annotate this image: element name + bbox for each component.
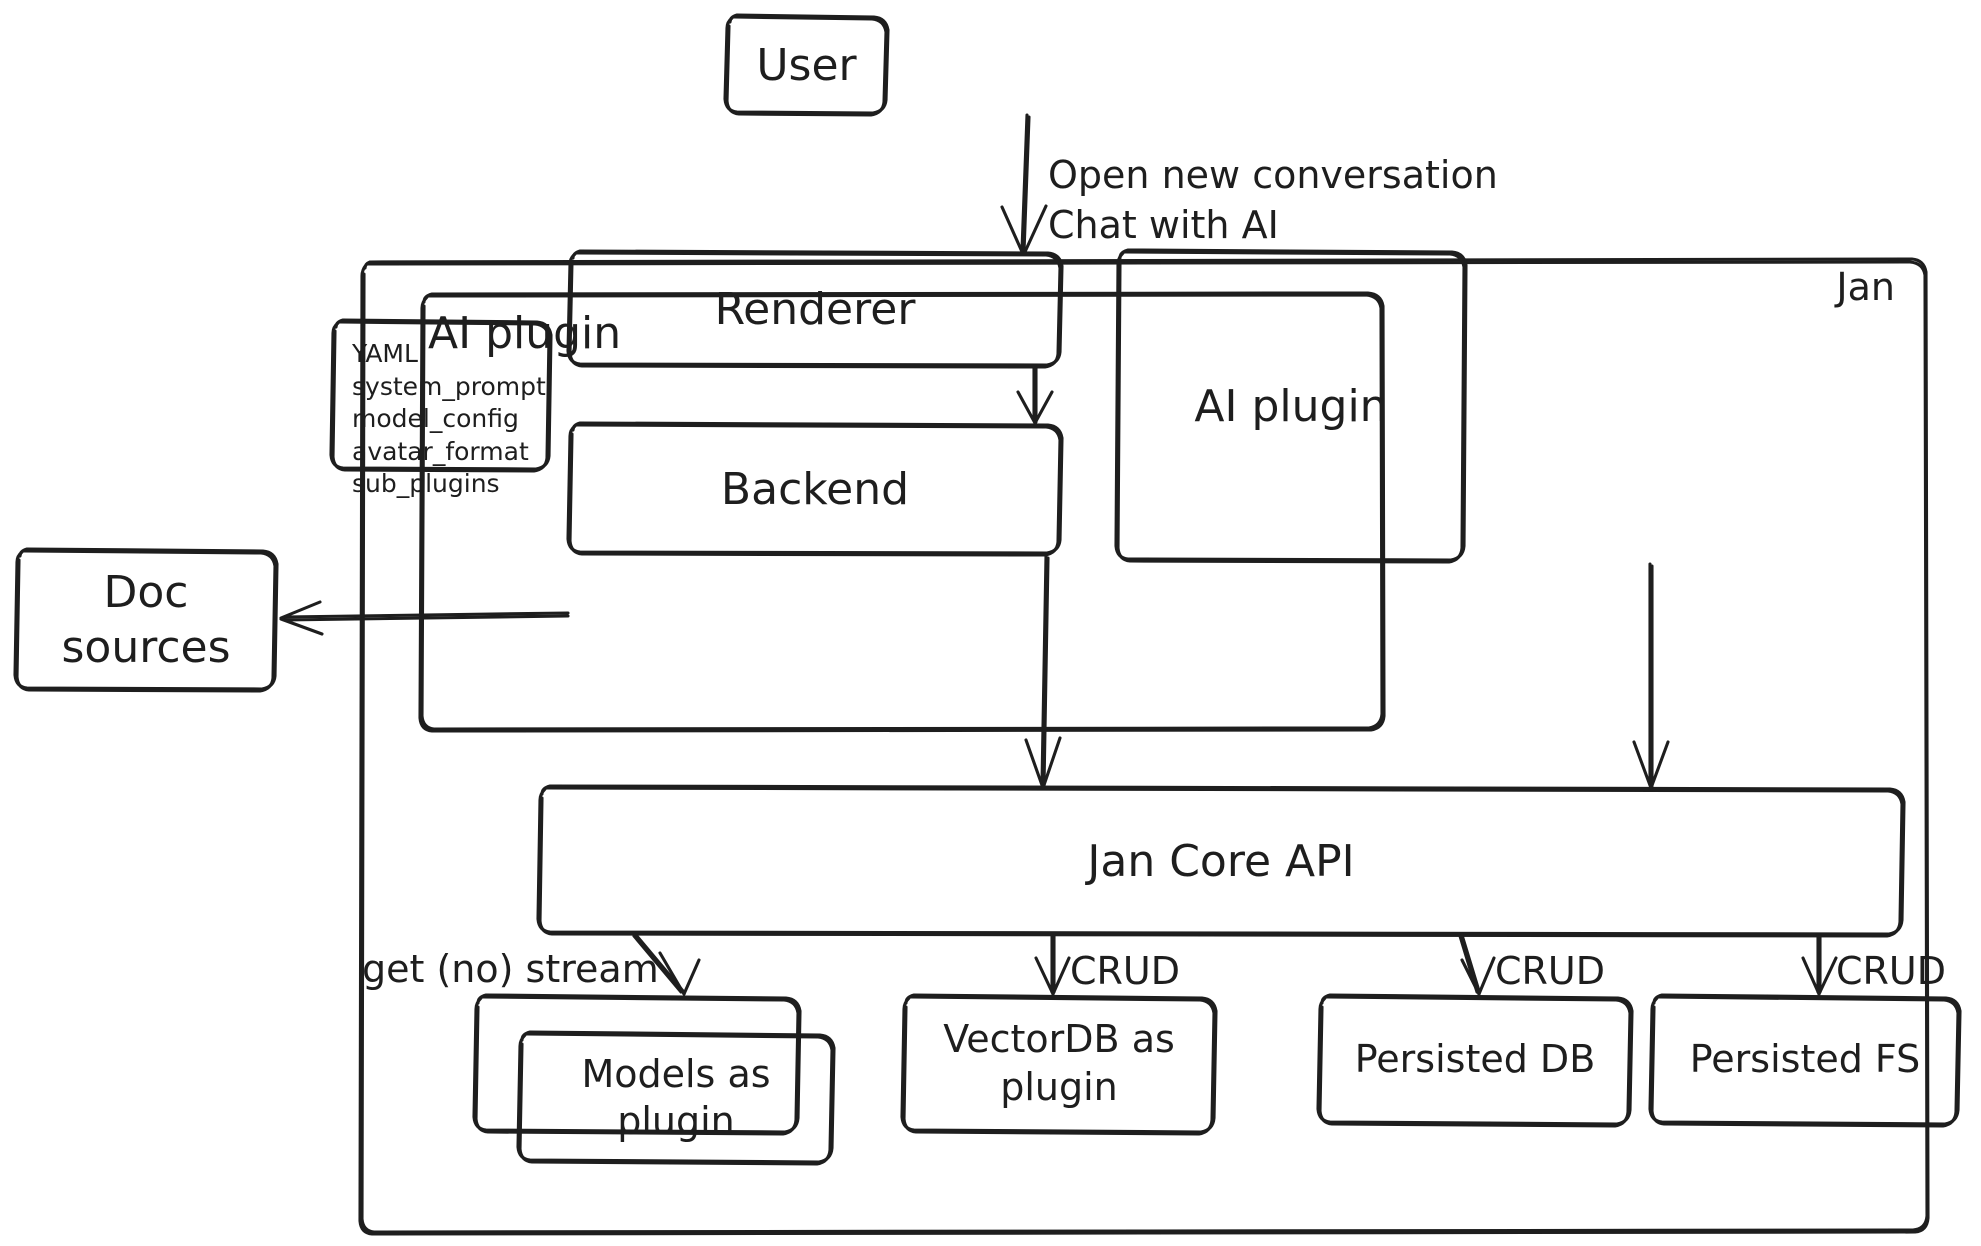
user-box-shape <box>723 13 890 117</box>
ai-plugin-right-box-shape <box>1114 248 1468 564</box>
get-no-stream-edge-label: get (no) stream <box>362 947 659 991</box>
arrow-core-to-vectordb <box>1034 934 1071 996</box>
renderer-box-shape <box>566 249 1064 369</box>
arrow-core-to-persisted-fs <box>1801 934 1838 996</box>
jan-core-api-box-shape <box>536 784 1906 938</box>
ai-plugin-group-label: AI plugin <box>428 308 622 359</box>
crud-edge-label-persisted-fs: CRUD <box>1836 949 1947 993</box>
yaml-card-shape <box>329 318 553 473</box>
arrow-core-to-models <box>632 933 701 996</box>
ai-plugin-group-shape <box>418 291 1386 733</box>
doc-sources-box-shape <box>13 547 279 693</box>
models-plugin-back-box-shape <box>472 993 802 1136</box>
arrow-aiplugin-to-core <box>1632 562 1670 790</box>
models-plugin-front-box-shape <box>516 1030 836 1166</box>
jan-container-shape <box>358 257 1930 1236</box>
arrow-renderer-to-backend <box>1016 366 1054 425</box>
crud-edge-label-persisted-db: CRUD <box>1495 949 1606 993</box>
jan-container-label: Jan <box>1836 265 1895 309</box>
vectordb-plugin-box-shape <box>900 993 1218 1136</box>
arrow-backend-to-core <box>1024 554 1062 790</box>
crud-edge-label-vectordb: CRUD <box>1070 949 1181 993</box>
persisted-fs-box-shape <box>1648 993 1962 1128</box>
user-edge-label: Open new conversation Chat with AI <box>1048 153 1498 248</box>
arrow-core-to-persisted-db <box>1458 933 1496 996</box>
arrow-backend-to-doc-sources <box>279 600 570 636</box>
persisted-db-box-shape <box>1316 993 1634 1128</box>
backend-box-shape <box>566 421 1064 557</box>
arrow-user-to-renderer <box>1000 113 1048 256</box>
yaml-card-text: YAML: system_prompt model_config avatar_… <box>352 339 546 498</box>
